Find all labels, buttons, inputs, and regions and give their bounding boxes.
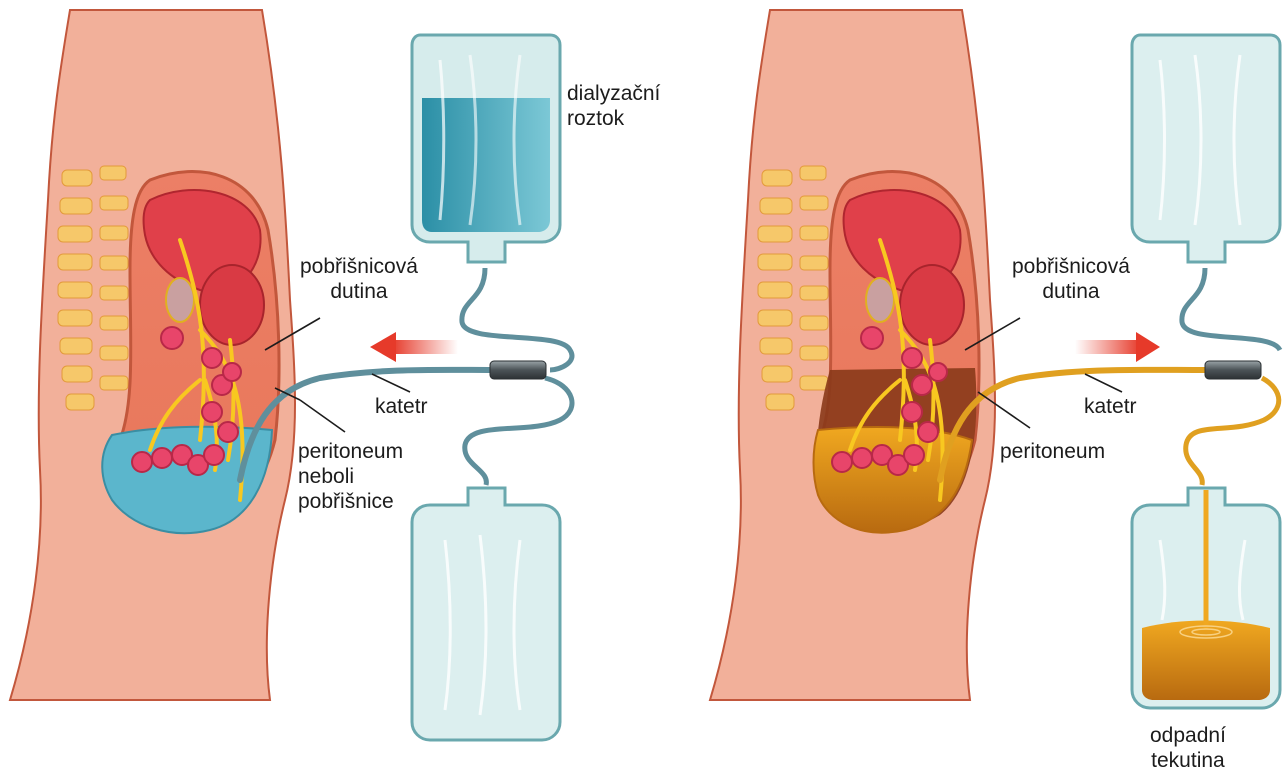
right-stomach — [900, 265, 964, 345]
right-gallbladder — [866, 278, 894, 322]
label-dialysis-solution: dialyzační roztok — [567, 81, 660, 131]
label-catheter-right: katetr — [1084, 394, 1137, 419]
right-panel — [710, 10, 1280, 708]
label-peritoneum-right: peritoneum — [1000, 439, 1105, 464]
left-flow-arrow — [370, 332, 458, 362]
label-catheter-left: katetr — [375, 394, 428, 419]
label-peritoneum-left: peritoneum neboli pobřišnice — [298, 439, 403, 514]
right-tube-lower — [1186, 378, 1279, 485]
left-connector — [490, 361, 546, 379]
left-tube-upper — [462, 268, 572, 370]
left-panel — [10, 10, 572, 740]
label-waste-fluid: odpadní tekutina — [1150, 723, 1226, 773]
right-bottom-bag — [1132, 488, 1280, 708]
left-tube-lower — [465, 378, 572, 485]
label-peritoneal-cavity-left: pobřišnicová dutina — [300, 254, 418, 304]
left-gallbladder — [166, 278, 194, 322]
left-stomach — [200, 265, 264, 345]
right-connector — [1205, 361, 1261, 379]
label-peritoneal-cavity-right: pobřišnicová dutina — [1012, 254, 1130, 304]
right-top-bag — [1132, 35, 1280, 262]
left-top-bag — [412, 35, 560, 262]
right-flow-arrow — [1075, 332, 1160, 362]
left-bottom-bag — [412, 488, 560, 740]
right-tube-upper — [1182, 268, 1280, 350]
